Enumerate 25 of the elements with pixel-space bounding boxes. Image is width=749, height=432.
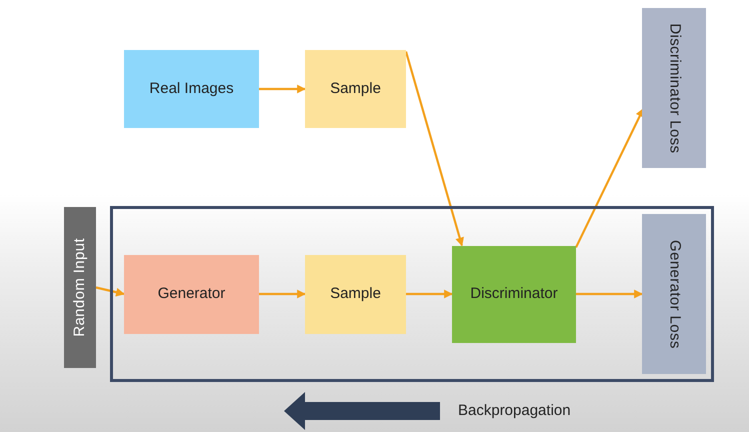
process-box xyxy=(305,50,406,128)
arrow xyxy=(404,51,464,246)
node-label: Generator Loss xyxy=(665,240,684,348)
label-text: Backpropagation xyxy=(458,401,571,421)
node-label: Discriminator Loss xyxy=(665,22,684,154)
node-label: Real Images xyxy=(149,80,234,98)
node-label: Sample xyxy=(330,284,381,304)
arrow xyxy=(96,286,125,296)
node-label: Random Input xyxy=(70,238,89,337)
process-box xyxy=(124,50,259,128)
process-box xyxy=(305,254,406,334)
input-box xyxy=(64,207,96,368)
node-label: Generator xyxy=(158,284,226,304)
node-label: Discriminator xyxy=(470,284,558,304)
arrow xyxy=(576,290,643,298)
arrow xyxy=(575,108,644,248)
frame-box xyxy=(110,206,714,382)
loss-box xyxy=(642,8,706,168)
arrow xyxy=(259,290,306,298)
process-box xyxy=(124,254,259,334)
node-label: Sample xyxy=(330,80,381,98)
process-box xyxy=(452,246,576,342)
loss-box xyxy=(642,214,706,374)
arrow xyxy=(406,290,453,298)
arrow xyxy=(259,84,306,94)
